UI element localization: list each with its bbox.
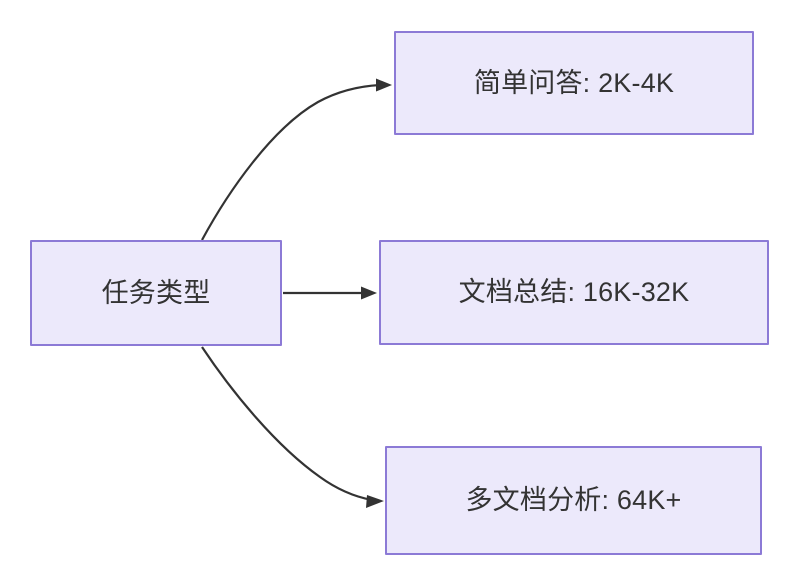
node-root-task-type[interactable]: 任务类型 — [30, 240, 282, 346]
edge-root-to-multidoc-analysis-arrowhead — [366, 495, 384, 508]
edge-root-to-simple-qa-path — [201, 83, 381, 241]
node-doc-summary[interactable]: 文档总结: 16K-32K — [379, 240, 769, 345]
edge-root-to-doc-summary — [283, 286, 377, 300]
node-simple-qa-label: 简单问答: 2K-4K — [473, 67, 675, 98]
node-doc-summary-label: 文档总结: 16K-32K — [458, 277, 690, 308]
edge-root-to-simple-qa-arrowhead — [376, 78, 392, 92]
edge-root-to-doc-summary-arrowhead — [361, 286, 377, 300]
node-root-label: 任务类型 — [101, 277, 211, 308]
edge-root-to-multidoc-analysis-path — [201, 346, 373, 502]
edge-root-to-simple-qa — [201, 78, 392, 241]
node-multidoc-analysis[interactable]: 多文档分析: 64K+ — [385, 446, 762, 555]
edge-root-to-multidoc-analysis — [201, 346, 384, 508]
node-multidoc-analysis-label: 多文档分析: 64K+ — [465, 485, 682, 516]
node-simple-qa[interactable]: 简单问答: 2K-4K — [394, 31, 754, 135]
